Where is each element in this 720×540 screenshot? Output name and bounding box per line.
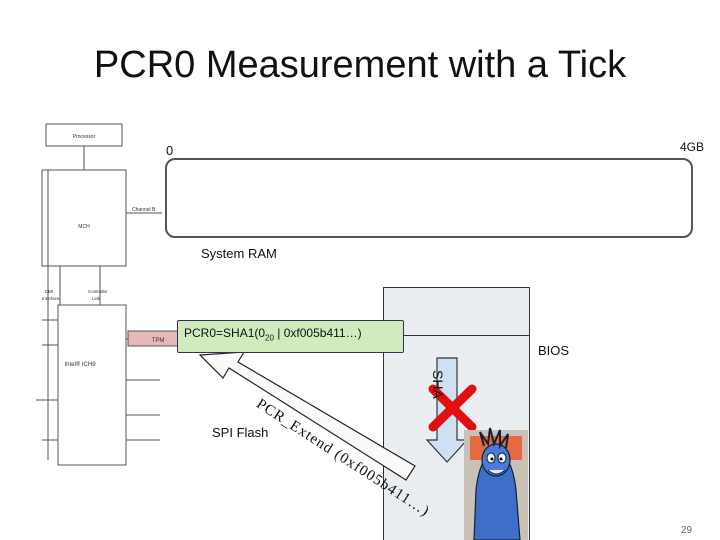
page-number: 29 bbox=[681, 525, 693, 536]
extend-arrow bbox=[198, 351, 416, 481]
mch-label: MCH bbox=[78, 224, 90, 230]
memory-start-label: 0 bbox=[166, 143, 174, 158]
ich-label: Intel® ICH9 bbox=[64, 361, 96, 368]
system-ram-label: System RAM bbox=[201, 246, 277, 261]
svg-text:Link: Link bbox=[92, 296, 101, 301]
system-ram-box bbox=[165, 158, 693, 238]
svg-text:Interface: Interface bbox=[42, 296, 60, 301]
tick-character-image bbox=[464, 427, 528, 540]
dmi-label: DMI bbox=[45, 289, 53, 294]
memory-end-label: 4GB bbox=[680, 140, 705, 154]
chipset-diagram: Processor MCH Channel B DMI Interface Co… bbox=[36, 123, 181, 466]
spi-flash-label: SPI Flash bbox=[212, 425, 269, 440]
ich-box bbox=[57, 304, 127, 466]
channel-label: Channel B bbox=[132, 207, 156, 213]
pcr0-formula-rest: | 0xf005b411…) bbox=[273, 326, 362, 340]
pcr0-formula: PCR0=SHA1(020 | 0xf005b411…) bbox=[184, 326, 362, 342]
slide-title: PCR0 Measurement with a Tick bbox=[93, 44, 627, 86]
mch-box bbox=[41, 169, 127, 267]
sha-label: SHA bbox=[430, 370, 446, 399]
tpm-label: TPM bbox=[152, 338, 165, 344]
bios-label: BIOS bbox=[538, 343, 570, 358]
pcr0-formula-main: PCR0=SHA1(0 bbox=[184, 326, 266, 340]
controller-label: Controller bbox=[88, 289, 108, 294]
pcr0-box bbox=[177, 320, 404, 353]
pcr0-formula-sub: 20 bbox=[265, 333, 274, 343]
red-x-icon bbox=[428, 384, 477, 432]
processor-label: Processor bbox=[73, 134, 96, 140]
bios-region-divider bbox=[383, 335, 530, 336]
